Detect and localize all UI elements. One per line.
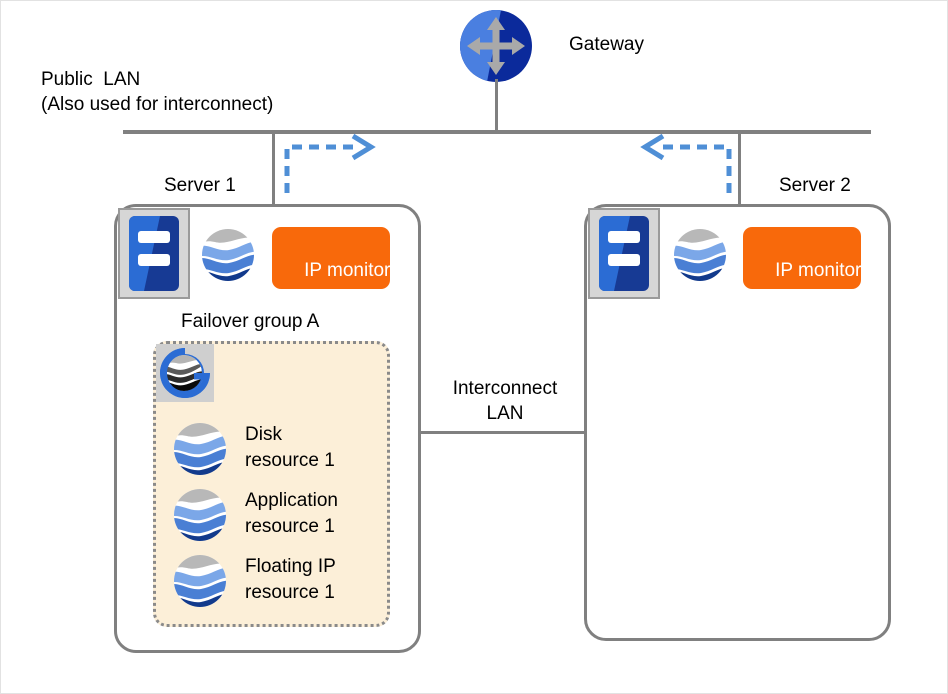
application-resource-line2: resource 1 [245, 516, 335, 537]
application-resource-globe-icon [173, 488, 227, 542]
resource-row-application: Application resource 1 [173, 488, 373, 542]
server1-lan-drop-line [272, 130, 275, 205]
application-resource-line1: Application [245, 490, 338, 511]
server1-dashed-arrow-icon [281, 133, 381, 195]
disk-resource-globe-icon [173, 422, 227, 476]
server2-ip-monitor-globe-icon [673, 228, 727, 282]
gateway-router-icon [459, 9, 533, 83]
server1-ip-monitor-globe-icon [201, 228, 255, 282]
gateway-label: Gateway [569, 34, 644, 55]
server2-ip-monitor-line2: resource 1 [775, 308, 865, 329]
interconnect-lan-line [421, 431, 586, 434]
server2-label: Server 2 [779, 175, 851, 196]
public-lan-bus-line [123, 130, 871, 134]
gateway-drop-line [495, 79, 498, 133]
public-lan-label-line1: Public LAN [41, 69, 141, 90]
server1-label: Server 1 [164, 175, 236, 196]
failover-group-icon [156, 344, 214, 402]
floating-ip-resource-line1: Floating IP [245, 556, 336, 577]
public-lan-label-line2: (Also used for interconnect) [41, 94, 274, 115]
interconnect-lan-label-line1: Interconnect [452, 378, 558, 399]
server2-lan-drop-line [738, 130, 741, 205]
server2-server-icon [588, 208, 660, 299]
server1-ip-monitor-line2: resource 1 [304, 308, 394, 329]
server1-server-icon [118, 208, 190, 299]
server2-ip-monitor-line1: IP monitor [775, 260, 862, 281]
server1-ip-monitor-line1: IP monitor [304, 260, 391, 281]
interconnect-lan-label-line2: LAN [486, 403, 524, 424]
server2-dashed-arrow-icon [635, 133, 735, 195]
disk-resource-line2: resource 1 [245, 450, 335, 471]
failover-group-label: Failover group A [181, 311, 320, 332]
floating-ip-resource-line2: resource 1 [245, 582, 335, 603]
resource-row-disk: Disk resource 1 [173, 422, 373, 476]
floating-ip-resource-globe-icon [173, 554, 227, 608]
disk-resource-line1: Disk [245, 424, 282, 445]
server2-ip-monitor-badge: IP monitor resource 1 [743, 227, 865, 329]
resource-row-floating-ip: Floating IP resource 1 [173, 554, 373, 608]
server1-ip-monitor-badge: IP monitor resource 1 [272, 227, 394, 329]
